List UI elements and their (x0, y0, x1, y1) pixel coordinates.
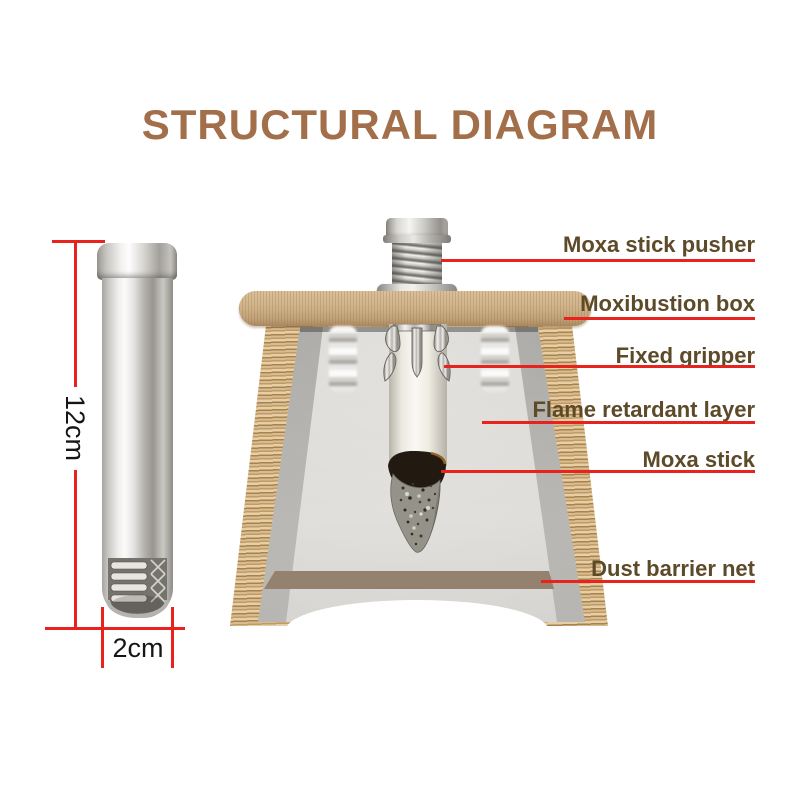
width-dimension-line (45, 627, 185, 630)
width-dimension-label: 2cm (112, 633, 164, 663)
spring-clip-left (329, 326, 357, 392)
pusher-cap-lip (383, 235, 451, 243)
tube-mesh-bottom-graphic (106, 558, 169, 618)
annotation-line-moxa-stick (441, 470, 755, 473)
annotation-line-gripper (444, 365, 755, 368)
annotation-line-dust-net (541, 580, 755, 583)
annotation-label-gripper: Fixed gripper (615, 343, 755, 368)
spring-clip-right (481, 326, 509, 392)
annotation-label-pusher: Moxa stick pusher (563, 232, 755, 257)
burning-tip-graphic (388, 451, 447, 553)
annotation-line-box (564, 317, 755, 320)
width-dimension-tick-left (101, 607, 104, 668)
height-dimension-label: 12cm (60, 394, 90, 462)
width-dimension-tick-right (171, 607, 174, 668)
annotation-line-flame-layer (482, 421, 755, 424)
box-top-board (239, 291, 591, 326)
annotation-label-moxa-stick: Moxa stick (642, 447, 756, 472)
height-dimension-top-tick (52, 240, 105, 243)
annotation-line-pusher (441, 259, 755, 262)
tube-cap (97, 243, 177, 280)
height-dimension-line-lower (74, 470, 77, 629)
moxa-stick-pusher-cap (386, 218, 448, 240)
annotation-label-dust-net: Dust barrier net (591, 556, 755, 581)
height-dimension-line-upper (74, 241, 77, 387)
page-title: STRUCTURAL DIAGRAM (141, 101, 659, 148)
annotation-label-box: Moxibustion box (580, 291, 755, 316)
annotation-label-flame-layer: Flame retardant layer (532, 397, 755, 422)
fixed-gripper-graphic (383, 324, 451, 382)
